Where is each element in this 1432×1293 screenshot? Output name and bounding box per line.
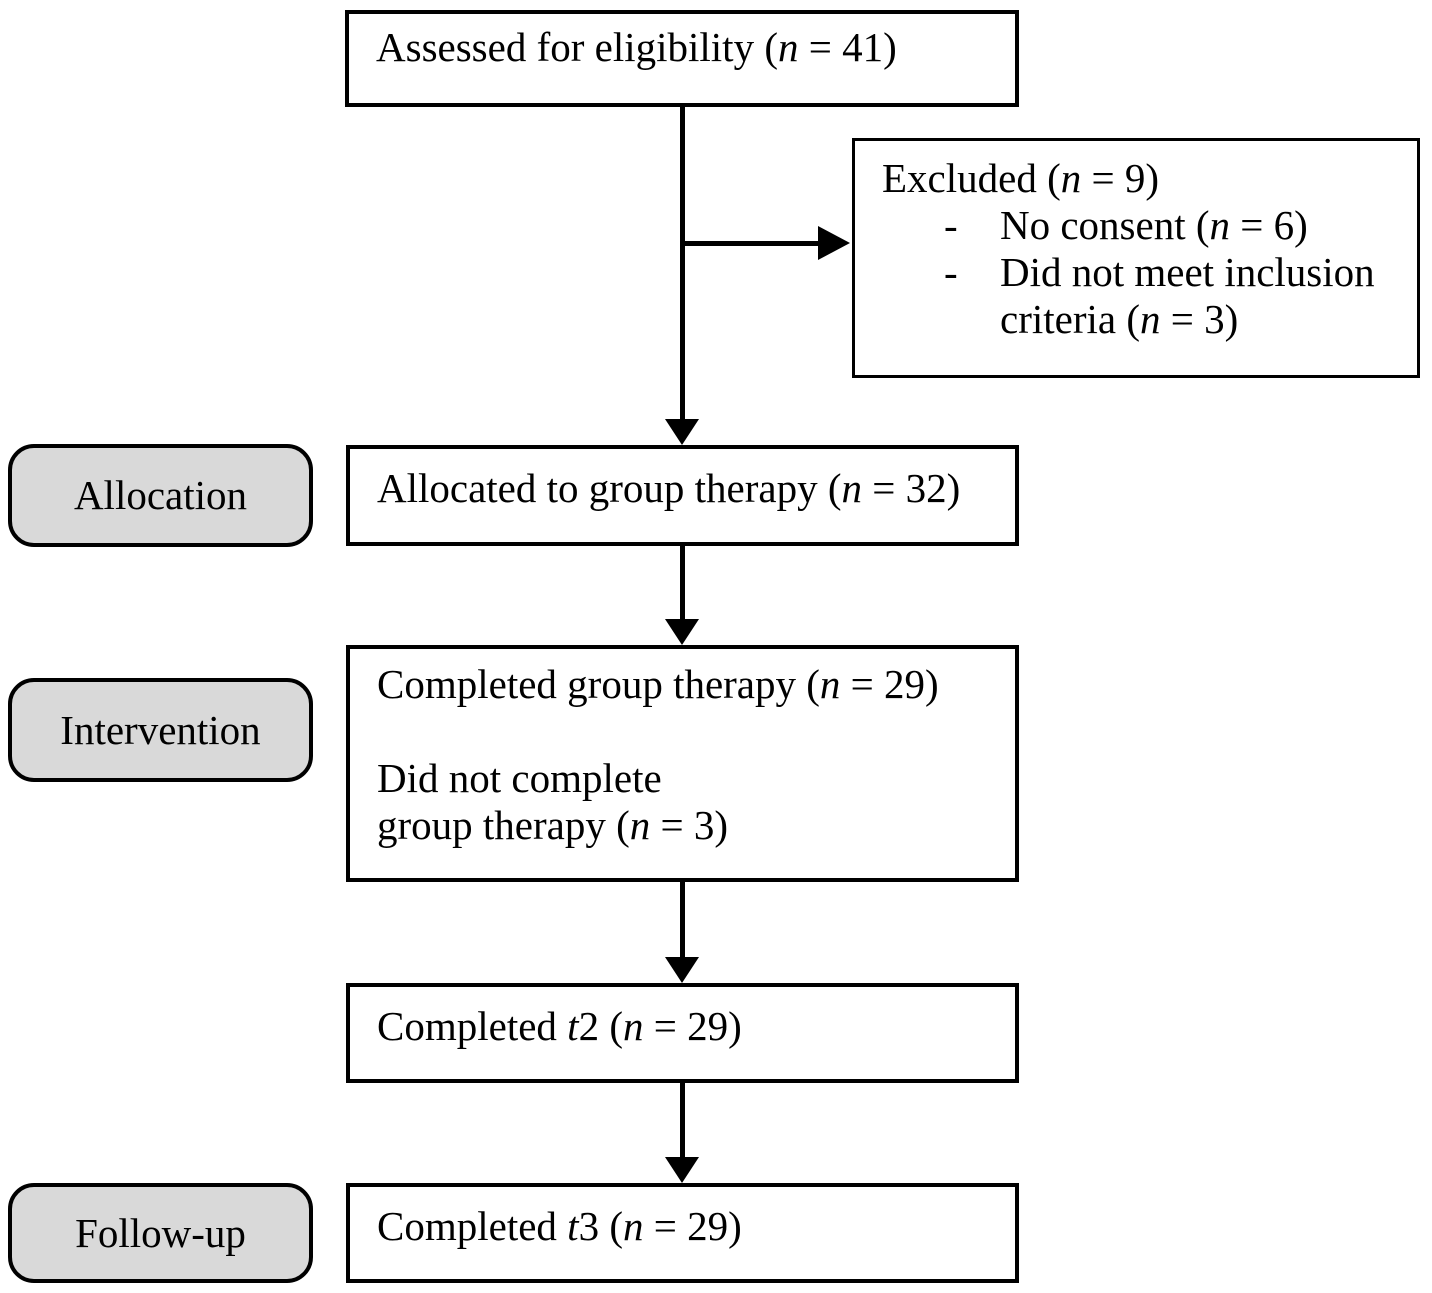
excluded-heading: Excluded (n = 9) bbox=[882, 155, 1160, 201]
excluded-item-inclusion-criteria: - Did not meet inclusion criteria (n = 3… bbox=[882, 249, 1405, 343]
excluded-item-no-consent: - No consent (n = 6) bbox=[882, 202, 1405, 249]
connector-eligibility-to-allocation bbox=[680, 107, 685, 421]
did-not-complete-text-line2: group therapy (n = 3) bbox=[377, 802, 729, 848]
list-dash: - bbox=[944, 249, 958, 295]
stage-label-text: Follow-up bbox=[75, 1209, 246, 1256]
arrow-down-t3-icon bbox=[665, 1157, 699, 1183]
connector-t2-to-t3 bbox=[680, 1083, 685, 1158]
connector-intervention-to-t2 bbox=[680, 882, 685, 957]
allocated-box: Allocated to group therapy (n = 32) bbox=[346, 445, 1019, 546]
excluded-item-text: Did not meet inclusion criteria (n = 3) bbox=[1000, 249, 1375, 342]
assessed-eligibility-text: Assessed for eligibility (n = 41) bbox=[376, 24, 897, 70]
assessed-eligibility-box: Assessed for eligibility (n = 41) bbox=[345, 10, 1019, 107]
arrow-right-excluded-icon bbox=[818, 226, 850, 260]
arrow-down-intervention-icon bbox=[665, 619, 699, 645]
completed-group-therapy-text: Completed group therapy (n = 29) bbox=[377, 661, 939, 707]
stage-label-allocation: Allocation bbox=[8, 444, 313, 547]
connector-branch-to-excluded bbox=[680, 241, 820, 246]
arrow-down-allocation-icon bbox=[665, 419, 699, 445]
excluded-item-text: No consent (n = 6) bbox=[1000, 202, 1308, 248]
arrow-down-t2-icon bbox=[665, 957, 699, 983]
stage-label-intervention: Intervention bbox=[8, 678, 313, 782]
stage-label-text: Allocation bbox=[73, 472, 248, 518]
allocated-text: Allocated to group therapy (n = 32) bbox=[377, 465, 961, 511]
completed-t2-text: Completed t2 (n = 29) bbox=[377, 1003, 742, 1049]
intervention-box: Completed group therapy (n = 29) Did not… bbox=[346, 645, 1019, 882]
list-dash: - bbox=[944, 202, 958, 248]
connector-allocation-to-intervention bbox=[680, 546, 685, 621]
did-not-complete-text: Did not complete group therapy (n = 3) bbox=[377, 755, 997, 849]
completed-t3-text: Completed t3 (n = 29) bbox=[377, 1203, 742, 1249]
stage-label-text: Intervention bbox=[60, 706, 261, 753]
stage-label-follow-up: Follow-up bbox=[8, 1183, 313, 1283]
excluded-box: Excluded (n = 9) - No consent (n = 6) - … bbox=[852, 138, 1420, 378]
completed-t2-box: Completed t2 (n = 29) bbox=[346, 983, 1019, 1083]
completed-t3-box: Completed t3 (n = 29) bbox=[346, 1183, 1019, 1283]
